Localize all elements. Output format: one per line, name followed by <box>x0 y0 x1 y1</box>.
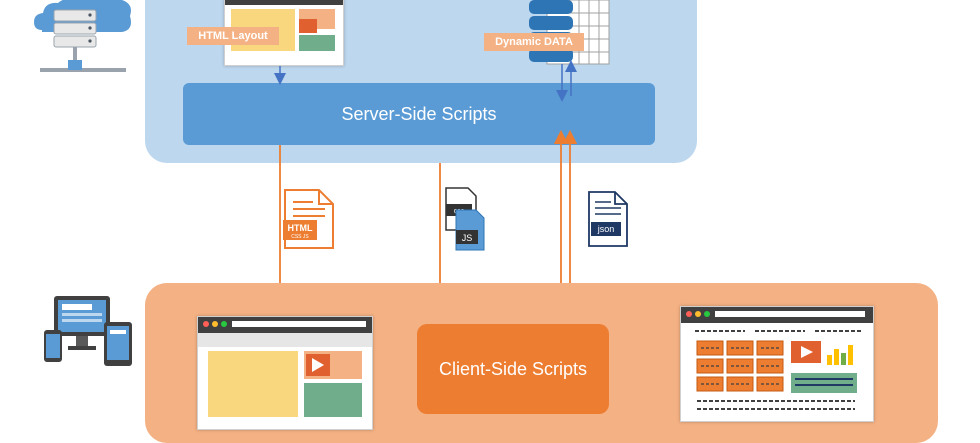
html-layout-label: HTML Layout <box>187 27 279 45</box>
client-browser-window <box>197 316 373 430</box>
client-side-scripts: Client-Side Scripts <box>417 324 609 414</box>
json-file-label: json <box>597 224 615 234</box>
play-icon <box>312 358 324 372</box>
result-content-graphic <box>695 330 863 410</box>
devices-icon <box>44 296 132 366</box>
result-browser-window <box>680 306 874 422</box>
html-file-sub: CSS JS <box>291 234 309 240</box>
js-file-label: JS <box>462 233 473 243</box>
server-cloud-icon <box>34 0 131 72</box>
html-file-icon: HTML CSS JS <box>283 189 334 249</box>
json-file-icon: json <box>588 191 628 247</box>
dynamic-data-label: Dynamic DATA <box>484 33 584 51</box>
html-file-label: HTML <box>288 223 313 233</box>
css-js-file-icon: css JS <box>445 187 485 251</box>
